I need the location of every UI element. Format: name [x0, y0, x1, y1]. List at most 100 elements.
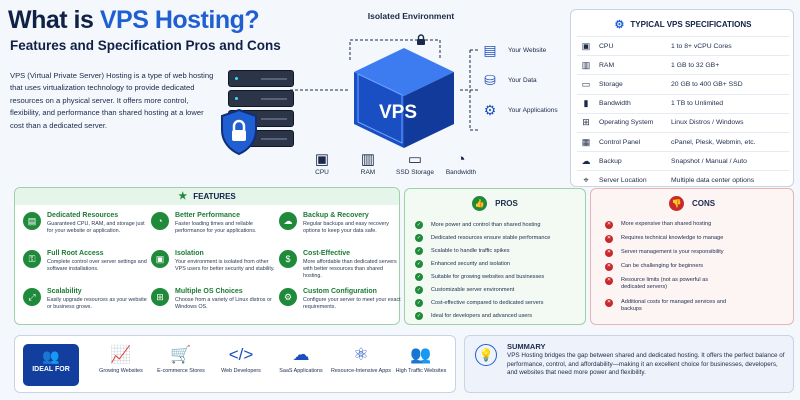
con-item: ✕ Resource limits (not as powerful as ded…: [605, 277, 725, 292]
saas-cloud-icon: ☁: [292, 345, 310, 364]
output-website: ▤ Your Website: [480, 38, 570, 62]
pro-item: ✓Cost-effective compared to dedicated se…: [415, 297, 583, 309]
cons-header: 👎CONS: [591, 195, 793, 211]
isolated-environment-label: Isolated Environment: [367, 11, 455, 21]
cluster-icon: ⚛: [353, 345, 369, 364]
pro-text: Enhanced security and isolation: [431, 261, 510, 267]
feature-desc: Choose from a variety of Linux distros o…: [175, 297, 272, 310]
component-cpu: ▣ CPU: [297, 151, 347, 176]
use-case-label: SaaS Applications: [279, 368, 323, 374]
pro-text: Customizable server environment: [431, 287, 515, 293]
pros-panel: 👍PROS ✓ More power and control than share…: [404, 188, 586, 325]
use-case: 👥 High Traffic Websites: [391, 342, 451, 374]
ssd-icon: ▭: [407, 151, 423, 168]
spec-label: Operating System: [599, 119, 654, 127]
component-label: Bandwidth: [445, 169, 477, 176]
cpu-icon: ▣: [581, 40, 591, 51]
feature-desc: Easily upgrade resources as your website…: [47, 297, 147, 310]
ram-icon: ▥: [360, 151, 376, 168]
cpu-icon: ▣: [314, 151, 330, 168]
pro-text: More power and control than shared hosti…: [431, 222, 541, 228]
feature-title: Better Performance: [175, 212, 240, 219]
bandwidth-icon: ▮: [583, 98, 589, 109]
pros-header: 👍PROS: [405, 195, 585, 211]
spec-value: 1 GB to 32 GB+: [671, 61, 720, 69]
spec-value: Snapshot / Manual / Auto: [671, 157, 747, 165]
con-text: Additional costs for managed services an…: [621, 299, 727, 313]
summary-text: VPS Hosting bridges the gap between shar…: [507, 352, 785, 377]
ideal-for-label: IDEAL FOR: [32, 366, 70, 373]
ideal-for-badge: 👥 IDEAL FOR: [23, 344, 79, 386]
summary-title: SUMMARY: [507, 342, 546, 351]
specs-title: TYPICAL VPS SPECIFICATIONS: [630, 19, 752, 29]
browser-icon: ▤: [483, 41, 497, 58]
spec-label: Storage: [599, 80, 623, 88]
isolation-icon: ▣: [151, 250, 169, 268]
output-applications: ⚙ Your Applications: [480, 98, 570, 122]
x-icon: ✕: [605, 277, 613, 285]
vps-cube-label: VPS: [379, 102, 417, 123]
use-case-label: Web Developers: [221, 368, 261, 374]
pro-item: ✓Scalable to handle traffic spikes: [415, 245, 583, 257]
x-icon: ✕: [605, 263, 613, 271]
gear-icon: ⚙: [614, 18, 625, 31]
features-header: ★FEATURES: [15, 188, 399, 205]
check-icon: ✓: [415, 260, 423, 268]
feature-title: Custom Configuration: [303, 288, 377, 295]
con-item: ✕ Additional costs for managed services a…: [605, 299, 735, 314]
use-case-label: High Traffic Websites: [395, 368, 447, 374]
money-icon: $: [279, 250, 297, 268]
backup-icon: ☁: [581, 155, 591, 166]
spec-label: Backup: [599, 157, 622, 165]
page-subtitle: Features and Specification Pros and Cons: [10, 38, 281, 53]
panel-icon: ▦: [581, 136, 591, 147]
users-icon: 👥: [410, 345, 432, 364]
x-icon: ✕: [605, 299, 613, 307]
check-icon: ✓: [415, 221, 423, 229]
intro-paragraph: VPS (Virtual Private Server) Hosting is …: [10, 71, 214, 130]
pro-text: Ideal for developers and advanced users: [431, 313, 533, 319]
component-bandwidth: ◔ Bandwidth: [436, 151, 486, 176]
feature-desc: More affordable than dedicated servers w…: [303, 259, 397, 279]
backup-icon: ☁: [279, 212, 297, 230]
use-case-label: E-commerce Stores: [157, 368, 205, 374]
feature-desc: Configure your server to meet your exact…: [303, 297, 401, 310]
summary-panel: 💡 SUMMARY VPS Hosting bridges the gap be…: [464, 335, 794, 393]
spec-label: Control Panel: [599, 138, 641, 146]
title-highlight: VPS Hosting?: [99, 6, 260, 34]
cart-icon: 🛒: [170, 345, 192, 364]
key-icon: ⚿: [23, 250, 41, 268]
con-text: Resource limits (not as powerful as dedi…: [621, 277, 709, 291]
database-icon: ⛁: [484, 71, 496, 88]
pro-text: Cost-effective compared to dedicated ser…: [431, 300, 544, 306]
use-case-label: Growing Websites: [99, 368, 143, 374]
check-icon: ✓: [415, 247, 423, 255]
feature-title: Dedicated Resources: [47, 212, 119, 219]
pro-text: Dedicated resources ensure stable perfor…: [431, 235, 551, 241]
component-label: CPU: [315, 169, 329, 176]
config-icon: ⚙: [279, 288, 297, 306]
code-icon: </>: [228, 345, 254, 364]
con-item: ✕Requires technical knowledge to manage: [605, 235, 785, 243]
use-case: ☁ SaaS Applications: [271, 342, 331, 374]
specs-header: ⚙ TYPICAL VPS SPECIFICATIONS: [579, 16, 787, 32]
spec-value: cPanel, Plesk, Webmin, etc.: [671, 138, 756, 146]
check-icon: ✓: [415, 286, 423, 294]
spec-value: 1 TB to Unlimited: [671, 100, 724, 108]
con-text: Requires technical knowledge to manage: [621, 235, 724, 241]
lightbulb-icon: 💡: [475, 344, 497, 366]
cons-panel: 👎CONS ✕More expensive than shared hostin…: [590, 188, 794, 325]
feature-desc: Faster loading times and reliable perfor…: [175, 221, 257, 234]
star-icon: ★: [178, 191, 188, 202]
spec-label: Server Location: [599, 176, 647, 184]
